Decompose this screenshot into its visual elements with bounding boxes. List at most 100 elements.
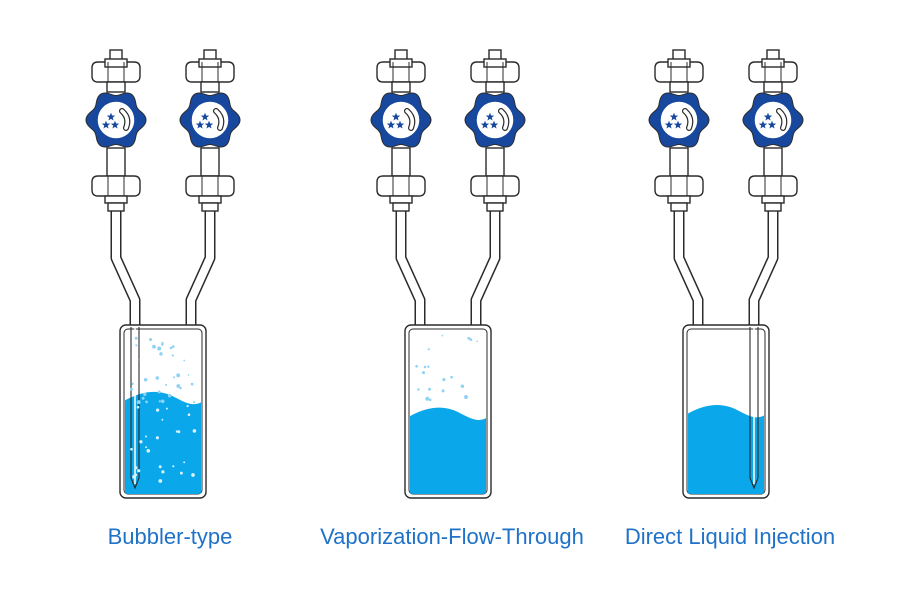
valve-bottom-nut: [748, 175, 798, 197]
bubble: [177, 430, 181, 434]
bubble: [191, 473, 195, 477]
star-icon: [386, 120, 396, 129]
bubble: [176, 384, 181, 388]
valve-neck: [106, 81, 126, 93]
valve-gland: [198, 195, 222, 204]
valve-top-hex: [761, 58, 785, 68]
bubble: [145, 435, 147, 438]
valve-ferrule: [486, 202, 504, 212]
valve-bottom-nut: [185, 175, 235, 197]
bubble: [425, 396, 430, 401]
bubble: [135, 473, 138, 476]
bubble: [158, 479, 163, 483]
tube-bore: [112, 211, 139, 329]
bubble: [460, 384, 465, 388]
bubble: [138, 359, 141, 361]
valve-gland: [483, 195, 507, 204]
star-icon: [480, 120, 490, 129]
valve-neck: [391, 81, 411, 93]
valve-top-nut: [748, 61, 798, 83]
caption-bubbler-type: Bubbler-type: [107, 524, 233, 549]
bubble: [131, 382, 134, 386]
valve: [85, 49, 147, 212]
bubble: [161, 470, 165, 474]
star-icon: [395, 120, 405, 129]
knob-grip-inner: [499, 109, 509, 130]
bubble: [179, 471, 183, 475]
valve-top-nut: [376, 61, 426, 83]
star-icon: [485, 112, 495, 121]
star-icon: [391, 112, 401, 121]
bubble: [415, 364, 418, 368]
valve-stem: [485, 147, 505, 177]
bubble: [476, 340, 479, 343]
bubble: [143, 377, 148, 382]
star-icon: [106, 112, 116, 121]
tubes: [395, 211, 501, 329]
bubble: [148, 337, 153, 342]
knob-grip-inner: [777, 109, 787, 130]
tube-bore: [472, 211, 499, 329]
valve-bottom-nut: [91, 175, 141, 197]
star-icon: [669, 112, 679, 121]
valve-top-nut: [185, 61, 235, 83]
valve-neck: [200, 81, 220, 93]
star-icon: [195, 120, 205, 129]
valve: [370, 49, 432, 212]
bubbles: [129, 336, 197, 483]
star-icon: [200, 112, 210, 121]
valve-gland: [389, 195, 413, 204]
knob-grip-inner: [214, 109, 224, 130]
star-icon: [767, 120, 777, 129]
bubble: [175, 430, 179, 433]
valve-ferrule: [670, 202, 688, 212]
bubble: [130, 447, 133, 451]
valve: [742, 49, 804, 212]
liquid: [125, 391, 201, 494]
valve-bottom-nut: [376, 175, 426, 197]
bubble: [143, 392, 147, 397]
valve-stem: [106, 147, 126, 177]
bubble: [423, 365, 427, 369]
bubble: [132, 474, 137, 479]
bubble: [135, 344, 138, 347]
dip-tube: [130, 327, 140, 490]
bubble: [464, 395, 468, 399]
valve-top-nut: [654, 61, 704, 83]
bubble: [167, 393, 172, 398]
bubble: [157, 390, 161, 394]
valve-gland: [761, 195, 785, 204]
star-icon: [664, 120, 674, 129]
bubble: [139, 440, 143, 444]
star-icon: [673, 120, 683, 129]
tube-bore: [675, 211, 702, 329]
tubes: [110, 211, 216, 329]
valve-ferrule: [107, 202, 125, 212]
bubble: [136, 400, 141, 405]
bubble: [427, 348, 430, 351]
bubble: [187, 413, 191, 417]
bubble: [450, 375, 453, 379]
bubble: [183, 461, 186, 464]
valve-bottom-nut: [470, 175, 520, 197]
bubble: [421, 371, 426, 375]
valve: [648, 49, 710, 212]
bubble: [161, 343, 164, 346]
tube-bore: [750, 211, 777, 329]
valve-ferrule: [764, 202, 782, 212]
valve-gland: [104, 195, 128, 204]
ampoule-2: [370, 49, 526, 499]
bubble: [129, 387, 133, 391]
bubble: [165, 383, 167, 386]
bubble: [158, 465, 162, 469]
liquid: [410, 407, 486, 494]
star-icon: [204, 120, 214, 129]
tube-bore: [397, 211, 424, 329]
valve-top-hex: [389, 58, 413, 68]
bubble: [172, 465, 175, 468]
bubble: [155, 408, 160, 412]
bubble: [161, 418, 164, 421]
valve-ferrule: [201, 202, 219, 212]
tubes: [673, 211, 779, 329]
bubble: [155, 376, 160, 380]
